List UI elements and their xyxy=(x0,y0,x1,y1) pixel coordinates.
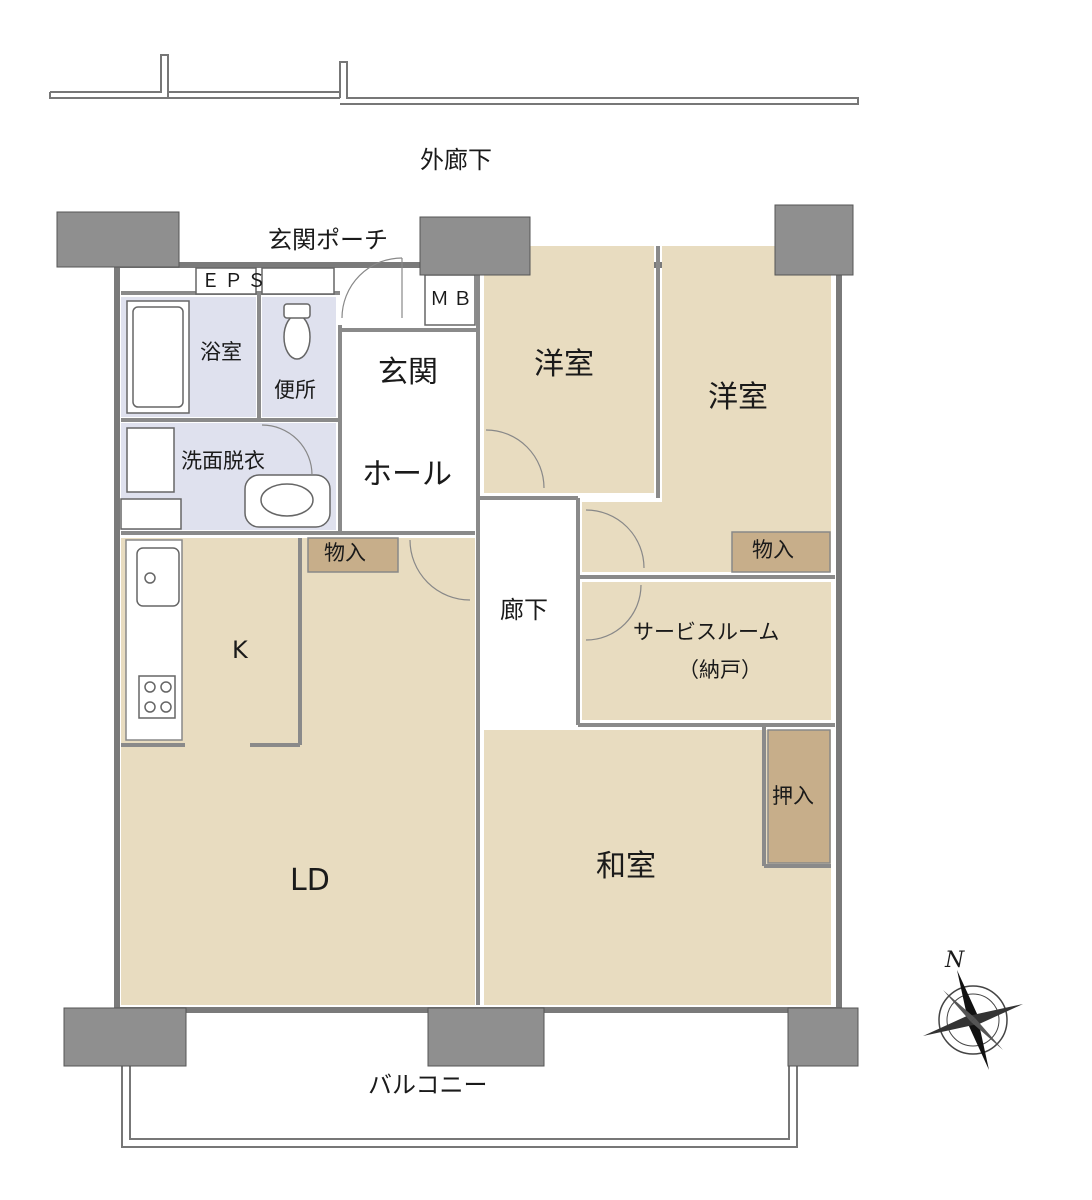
compass-rose xyxy=(923,970,1023,1070)
toilet-label: 便所 xyxy=(274,378,316,402)
entrance-label: 玄関 xyxy=(378,355,438,390)
service-room-label: サービスルーム xyxy=(633,620,780,644)
kitchen-label: K xyxy=(232,636,248,664)
stove xyxy=(138,675,176,719)
mb-box xyxy=(424,274,476,326)
western-room-2-label: 洋室 xyxy=(708,380,768,415)
door-swings xyxy=(261,257,645,641)
corridor-label: 外廊下 xyxy=(420,146,492,174)
fixtures xyxy=(120,267,476,719)
eps-box xyxy=(195,267,257,295)
service-room-area xyxy=(582,582,831,720)
storage-2-area xyxy=(731,531,831,573)
closet-label: 押入 xyxy=(772,784,814,808)
corridor-wall xyxy=(49,54,859,105)
western-room-2-area xyxy=(582,246,831,572)
storage-1-area xyxy=(307,537,399,573)
hall-label: ホール xyxy=(362,457,452,492)
ld-label: LD xyxy=(290,863,330,898)
sink xyxy=(136,547,180,607)
japanese-room-label: 和室 xyxy=(596,849,656,884)
western-room-1-label: 洋室 xyxy=(534,347,594,382)
washer-space xyxy=(126,427,175,493)
western-room-1-area xyxy=(484,246,654,493)
service-room-sub-label: （納戸） xyxy=(678,658,762,682)
ld-area xyxy=(121,538,475,1005)
columns xyxy=(56,204,859,1067)
storage-1-label: 物入 xyxy=(324,541,366,565)
balcony-outline xyxy=(121,1065,798,1148)
balcony-label: バルコニー xyxy=(368,1071,488,1099)
bath-label: 浴室 xyxy=(200,340,242,364)
mb-label: ＭＢ xyxy=(430,288,477,310)
storage-2-label: 物入 xyxy=(752,538,794,562)
closet-area xyxy=(767,729,831,864)
eps-label: ＥＰＳ xyxy=(201,270,271,292)
hallway-label: 廊下 xyxy=(500,596,548,624)
washroom-label: 洗面脱衣 xyxy=(181,449,265,473)
compass-north-label: N xyxy=(945,948,965,973)
porch-label: 玄関ポーチ xyxy=(268,226,388,254)
toilet-bowl xyxy=(283,314,311,360)
